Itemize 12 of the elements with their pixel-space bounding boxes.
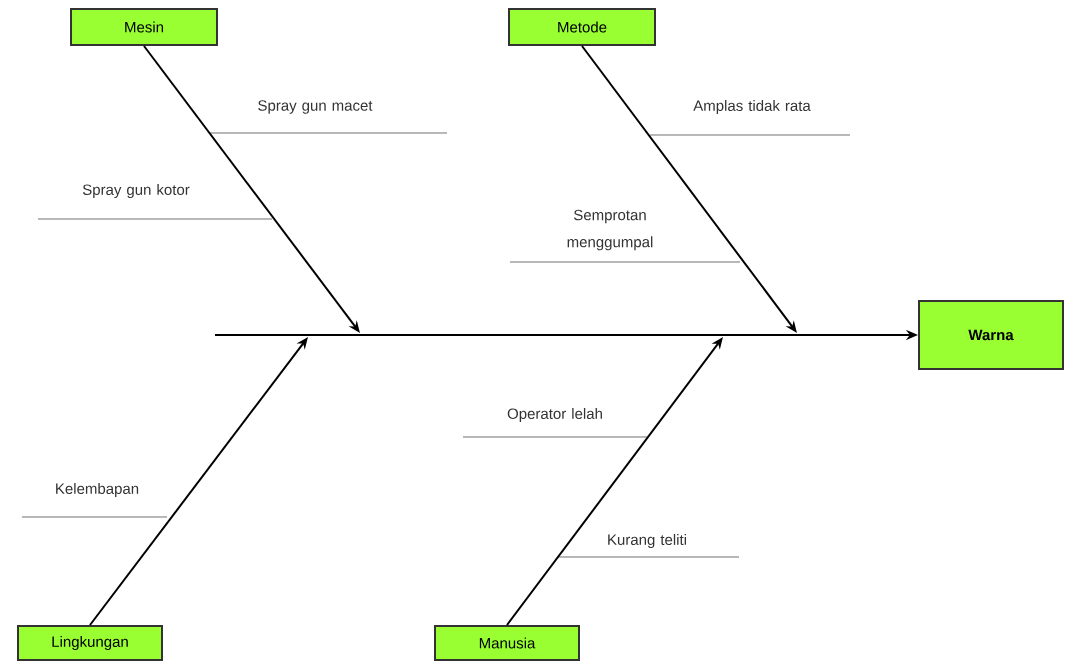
cause-label: Spray gun kotor — [82, 184, 190, 198]
category-box: Manusia — [434, 625, 580, 661]
category-box: Warna — [918, 300, 1064, 370]
cause-label: Spray gun macet — [258, 100, 373, 114]
cause-label: Kurang teliti — [608, 534, 686, 548]
category-box: Metode — [508, 8, 656, 46]
cause-label: Semprotan menggumpal — [567, 209, 653, 251]
cause-label: Amplas tidak rata — [693, 100, 811, 114]
cause-label: Kelembapan — [56, 483, 139, 497]
category-box: Lingkungan — [17, 625, 163, 661]
category-box: Mesin — [70, 8, 218, 46]
cause-label: Operator lelah — [507, 408, 602, 422]
